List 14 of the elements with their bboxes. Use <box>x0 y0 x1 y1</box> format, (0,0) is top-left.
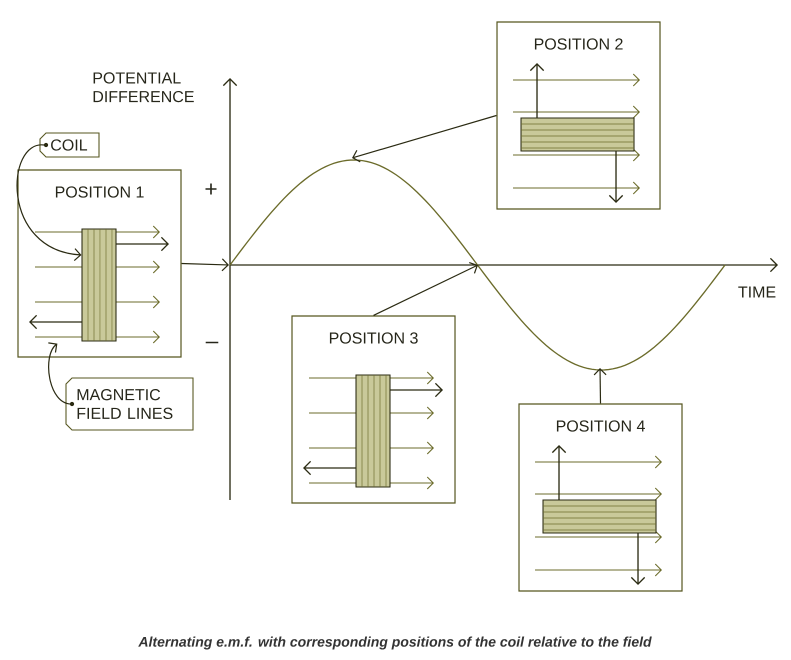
leader-line <box>16 144 82 262</box>
arrow <box>594 368 607 404</box>
label-tag: MAGNETIC FIELD LINES <box>65 377 194 431</box>
arrow <box>182 258 229 272</box>
coil-drawing <box>81 228 117 342</box>
sign-label: + <box>206 183 217 195</box>
axis-label: TIME <box>738 286 776 298</box>
caption: Alternating e.m.f. with corresponding positions of the coil relative to the field <box>138 636 652 650</box>
arrow <box>373 262 478 316</box>
label-tag: COIL <box>39 132 100 158</box>
arrow <box>352 114 497 162</box>
axis-label: POTENTIAL DIFFERENCE <box>94 72 194 102</box>
sign-label: – <box>206 342 218 344</box>
leader-line <box>48 342 72 405</box>
